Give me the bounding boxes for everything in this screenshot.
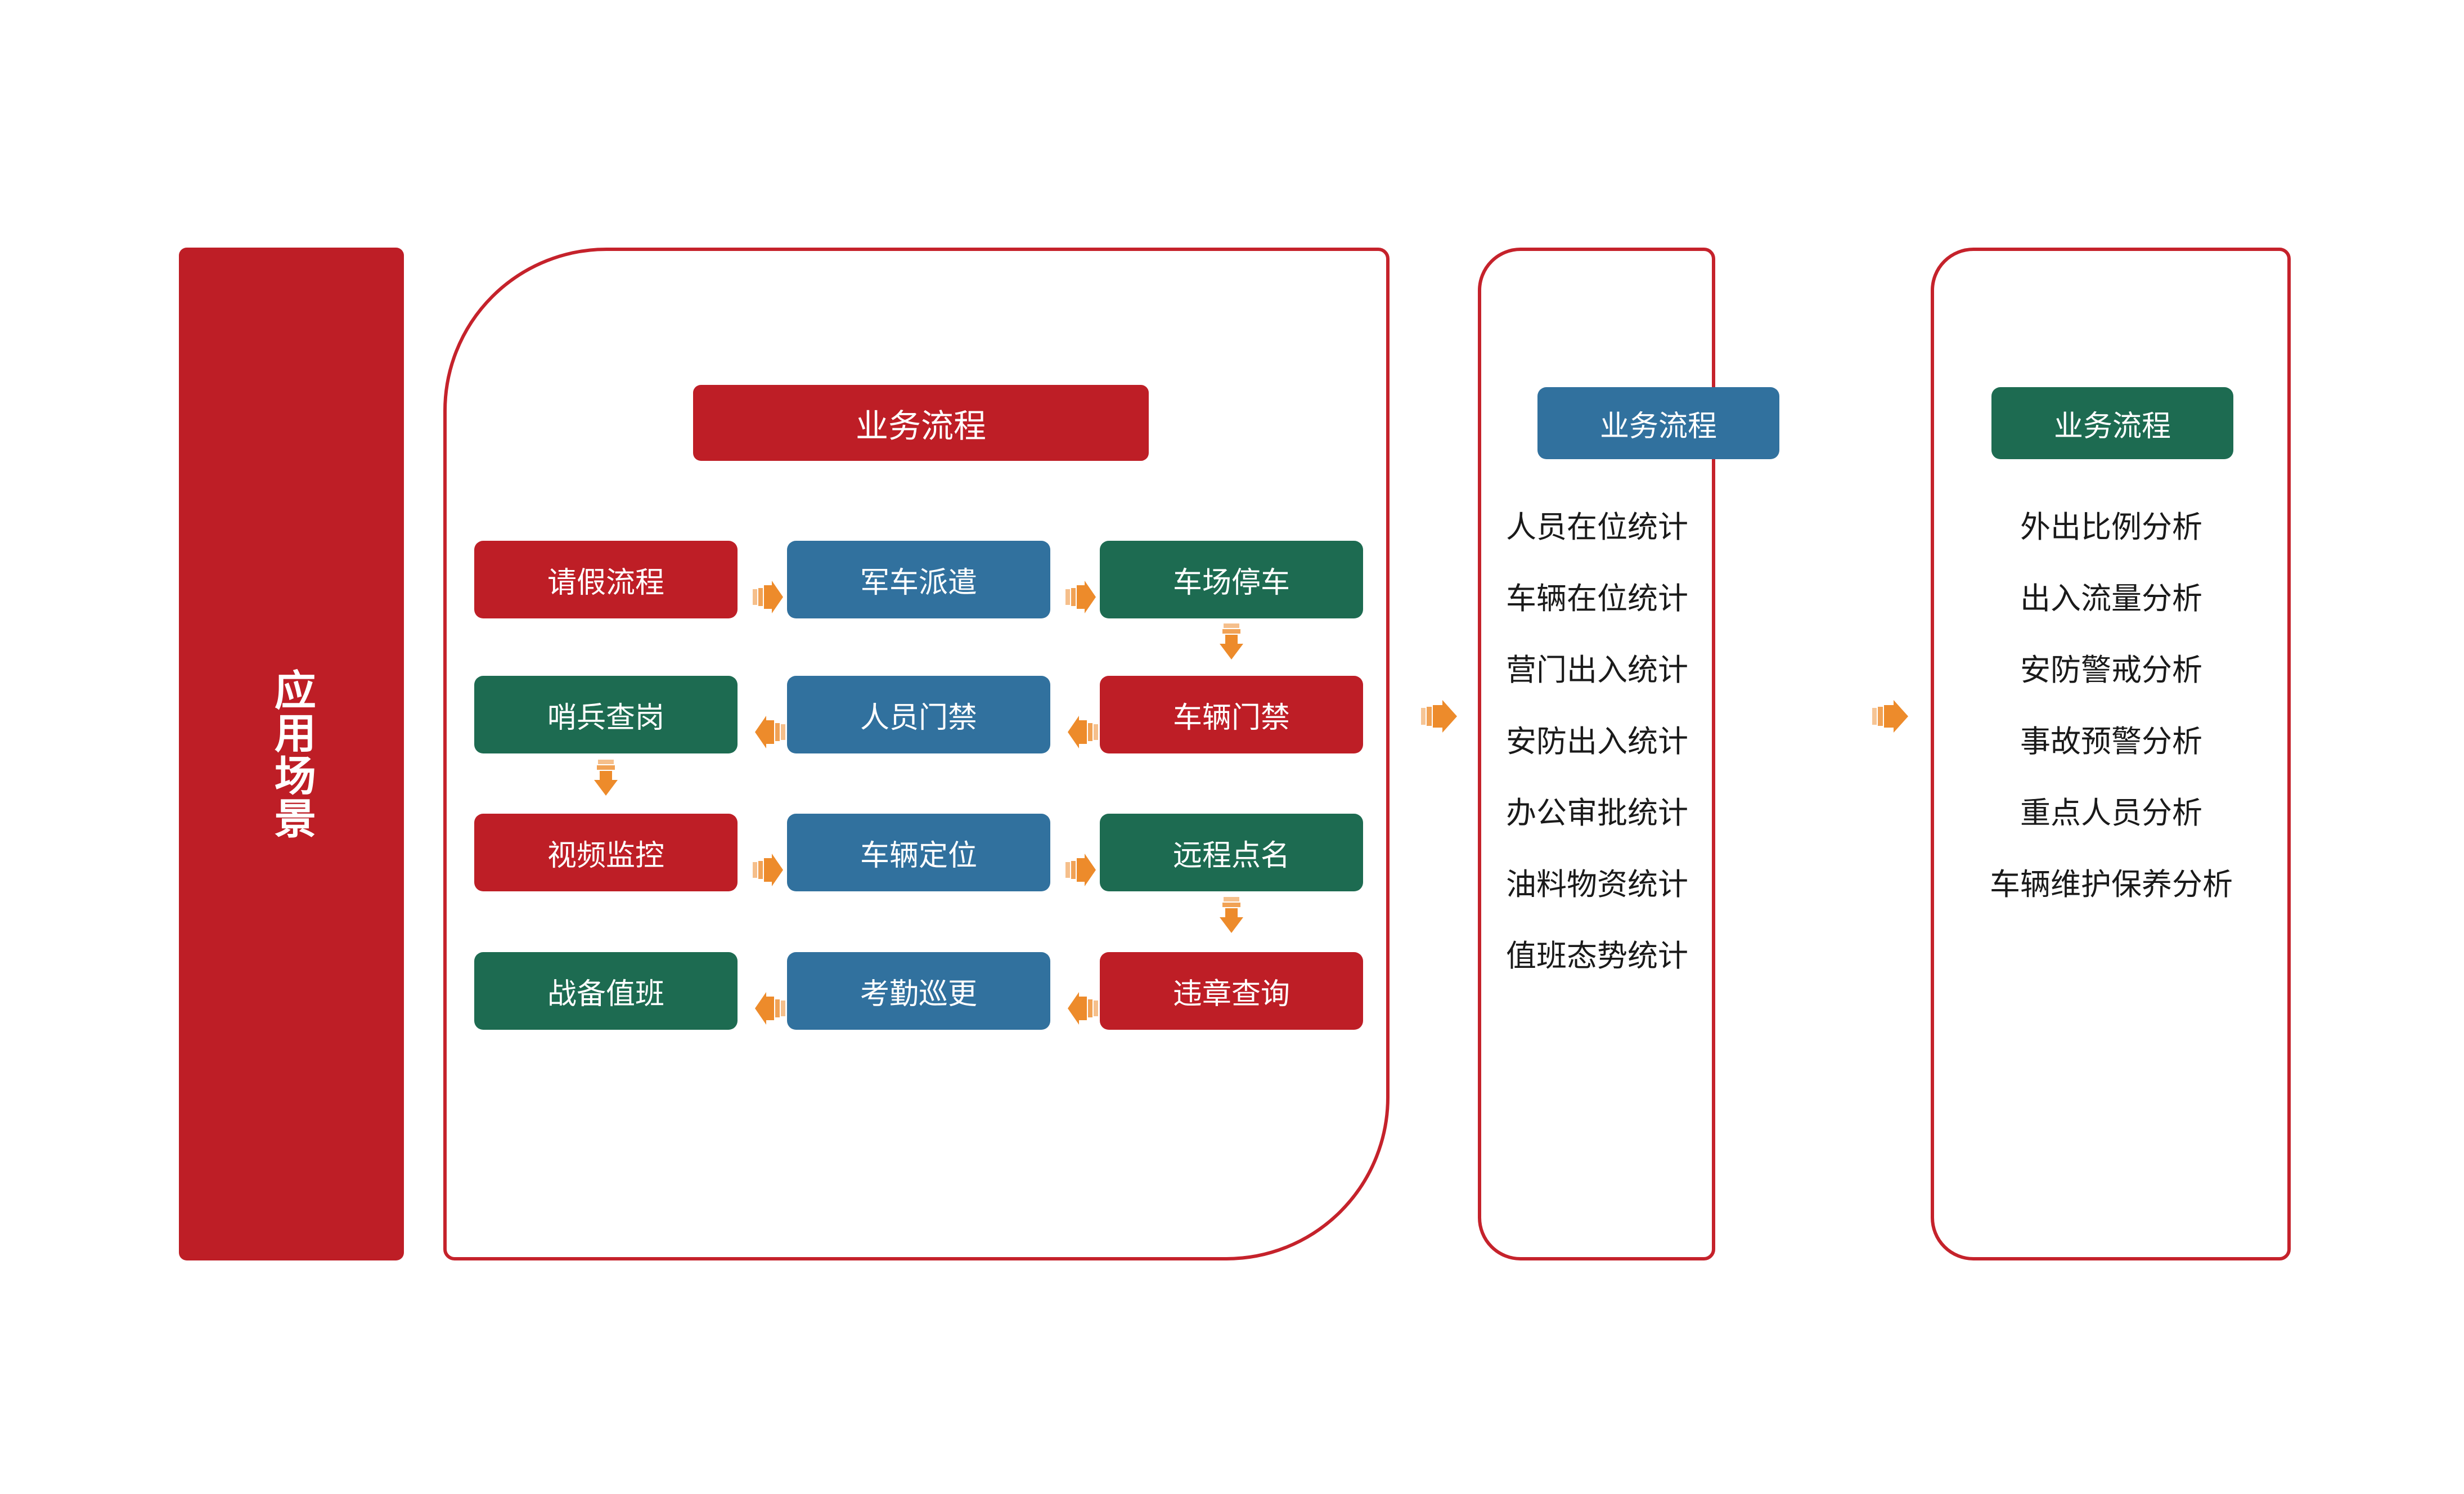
application-scenario-banner: 应用场景 [179,248,404,1260]
statistics-item-list: 人员在位统计 车辆在位统计 营门出入统计 安防出入统计 办公审批统计 油料物资统… [1485,512,1710,1012]
flow-box-yuanchengdianming[interactable]: 远程点名 [1100,814,1363,891]
flow-box-label: 考勤巡更 [860,977,977,1011]
flow-box-label: 请假流程 [547,566,664,599]
list-item: 事故预警分析 [2020,725,2202,759]
flow-box-label: 车辆门禁 [1172,701,1290,734]
flow-box-shaobingchagang[interactable]: 哨兵查岗 [474,676,738,753]
main-panel-title: 业务流程 [855,407,986,445]
list-item: 出入流量分析 [2020,582,2202,616]
flow-box-label: 远程点名 [1172,839,1290,872]
list-item: 营门出入统计 [1506,653,1688,687]
flow-box-label: 违章查询 [1172,977,1290,1011]
list-item: 外出比例分析 [2020,510,2202,544]
flow-box-label: 视频监控 [547,839,664,872]
flow-box-label: 车场停车 [1172,566,1290,599]
flow-box-cheliangdingwei[interactable]: 车辆定位 [787,814,1050,891]
flow-box-cheliangmenjin[interactable]: 车辆门禁 [1100,676,1363,753]
list-item: 值班态势统计 [1506,939,1688,973]
statistics-panel-title-chip: 业务流程 [1537,387,1779,459]
analysis-panel-title: 业务流程 [2053,410,2171,443]
flow-box-qingjialiucheng[interactable]: 请假流程 [474,541,738,618]
list-item: 人员在位统计 [1506,510,1688,544]
flow-box-weizhangchaxun[interactable]: 违章查询 [1100,952,1363,1030]
flow-box-label: 哨兵查岗 [547,701,664,734]
flow-box-shipinjiankong[interactable]: 视频监控 [474,814,738,891]
list-item: 安防出入统计 [1506,725,1688,759]
list-item: 车辆在位统计 [1506,582,1688,616]
flow-box-label: 人员门禁 [860,701,977,734]
list-item: 车辆维护保养分析 [1990,868,2233,901]
flow-box-junchepaiqian[interactable]: 军车派遣 [787,541,1050,618]
application-scenario-label: 应用场景 [268,669,316,840]
main-panel-title-chip: 业务流程 [693,385,1149,461]
analysis-item-list: 外出比例分析 出入流量分析 安防警戒分析 事故预警分析 重点人员分析 车辆维护保… [1937,512,2285,941]
list-item: 重点人员分析 [2020,796,2202,830]
flow-box-label: 车辆定位 [860,839,977,872]
statistics-panel-title: 业务流程 [1599,410,1717,443]
analysis-panel-title-chip: 业务流程 [1991,387,2233,459]
flow-box-label: 战备值班 [547,977,664,1011]
flow-box-chechangtingche[interactable]: 车场停车 [1100,541,1363,618]
flow-box-kaoqinxungeng[interactable]: 考勤巡更 [787,952,1050,1030]
list-item: 油料物资统计 [1506,868,1688,901]
list-item: 办公审批统计 [1506,796,1688,830]
flow-box-renyuanmenjin[interactable]: 人员门禁 [787,676,1050,753]
flow-box-label: 军车派遣 [860,566,977,599]
flow-box-zhanbeizhiban[interactable]: 战备值班 [474,952,738,1030]
list-item: 安防警戒分析 [2020,653,2202,687]
